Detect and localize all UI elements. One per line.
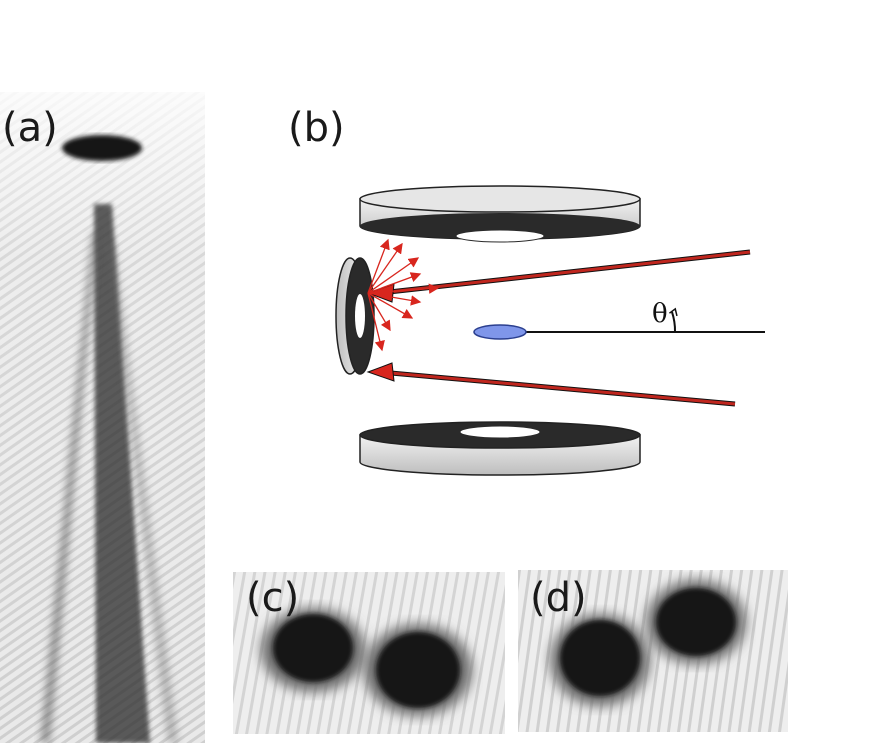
bright-spot	[62, 135, 142, 161]
angle-arc	[671, 311, 677, 333]
panel-d-image	[518, 570, 788, 732]
arrowhead-lower	[366, 362, 395, 382]
side-ring-electrode	[335, 257, 375, 375]
ion-image-left	[273, 614, 353, 682]
scatter-arrows	[367, 238, 440, 352]
top-ring-electrode	[359, 185, 641, 243]
left-streak	[40, 232, 98, 743]
main-streak	[94, 204, 150, 743]
theta-symbol: θ	[652, 299, 668, 329]
panel-a-image	[0, 92, 205, 743]
panel-a-label: (a)	[2, 105, 58, 151]
panel-d-label: (d)	[530, 575, 587, 621]
ion-cloud	[473, 324, 527, 340]
right-streak	[108, 242, 178, 743]
bottom-ring-electrode	[359, 421, 641, 476]
trap-diagram: θ	[335, 185, 765, 476]
panel-c-label: (c)	[246, 575, 300, 621]
panel-c-image	[233, 572, 505, 734]
panel-b-label: (b)	[288, 105, 345, 151]
ion-image-right	[656, 588, 736, 656]
ion-image-right	[376, 632, 460, 708]
ion-image-left	[560, 620, 640, 696]
